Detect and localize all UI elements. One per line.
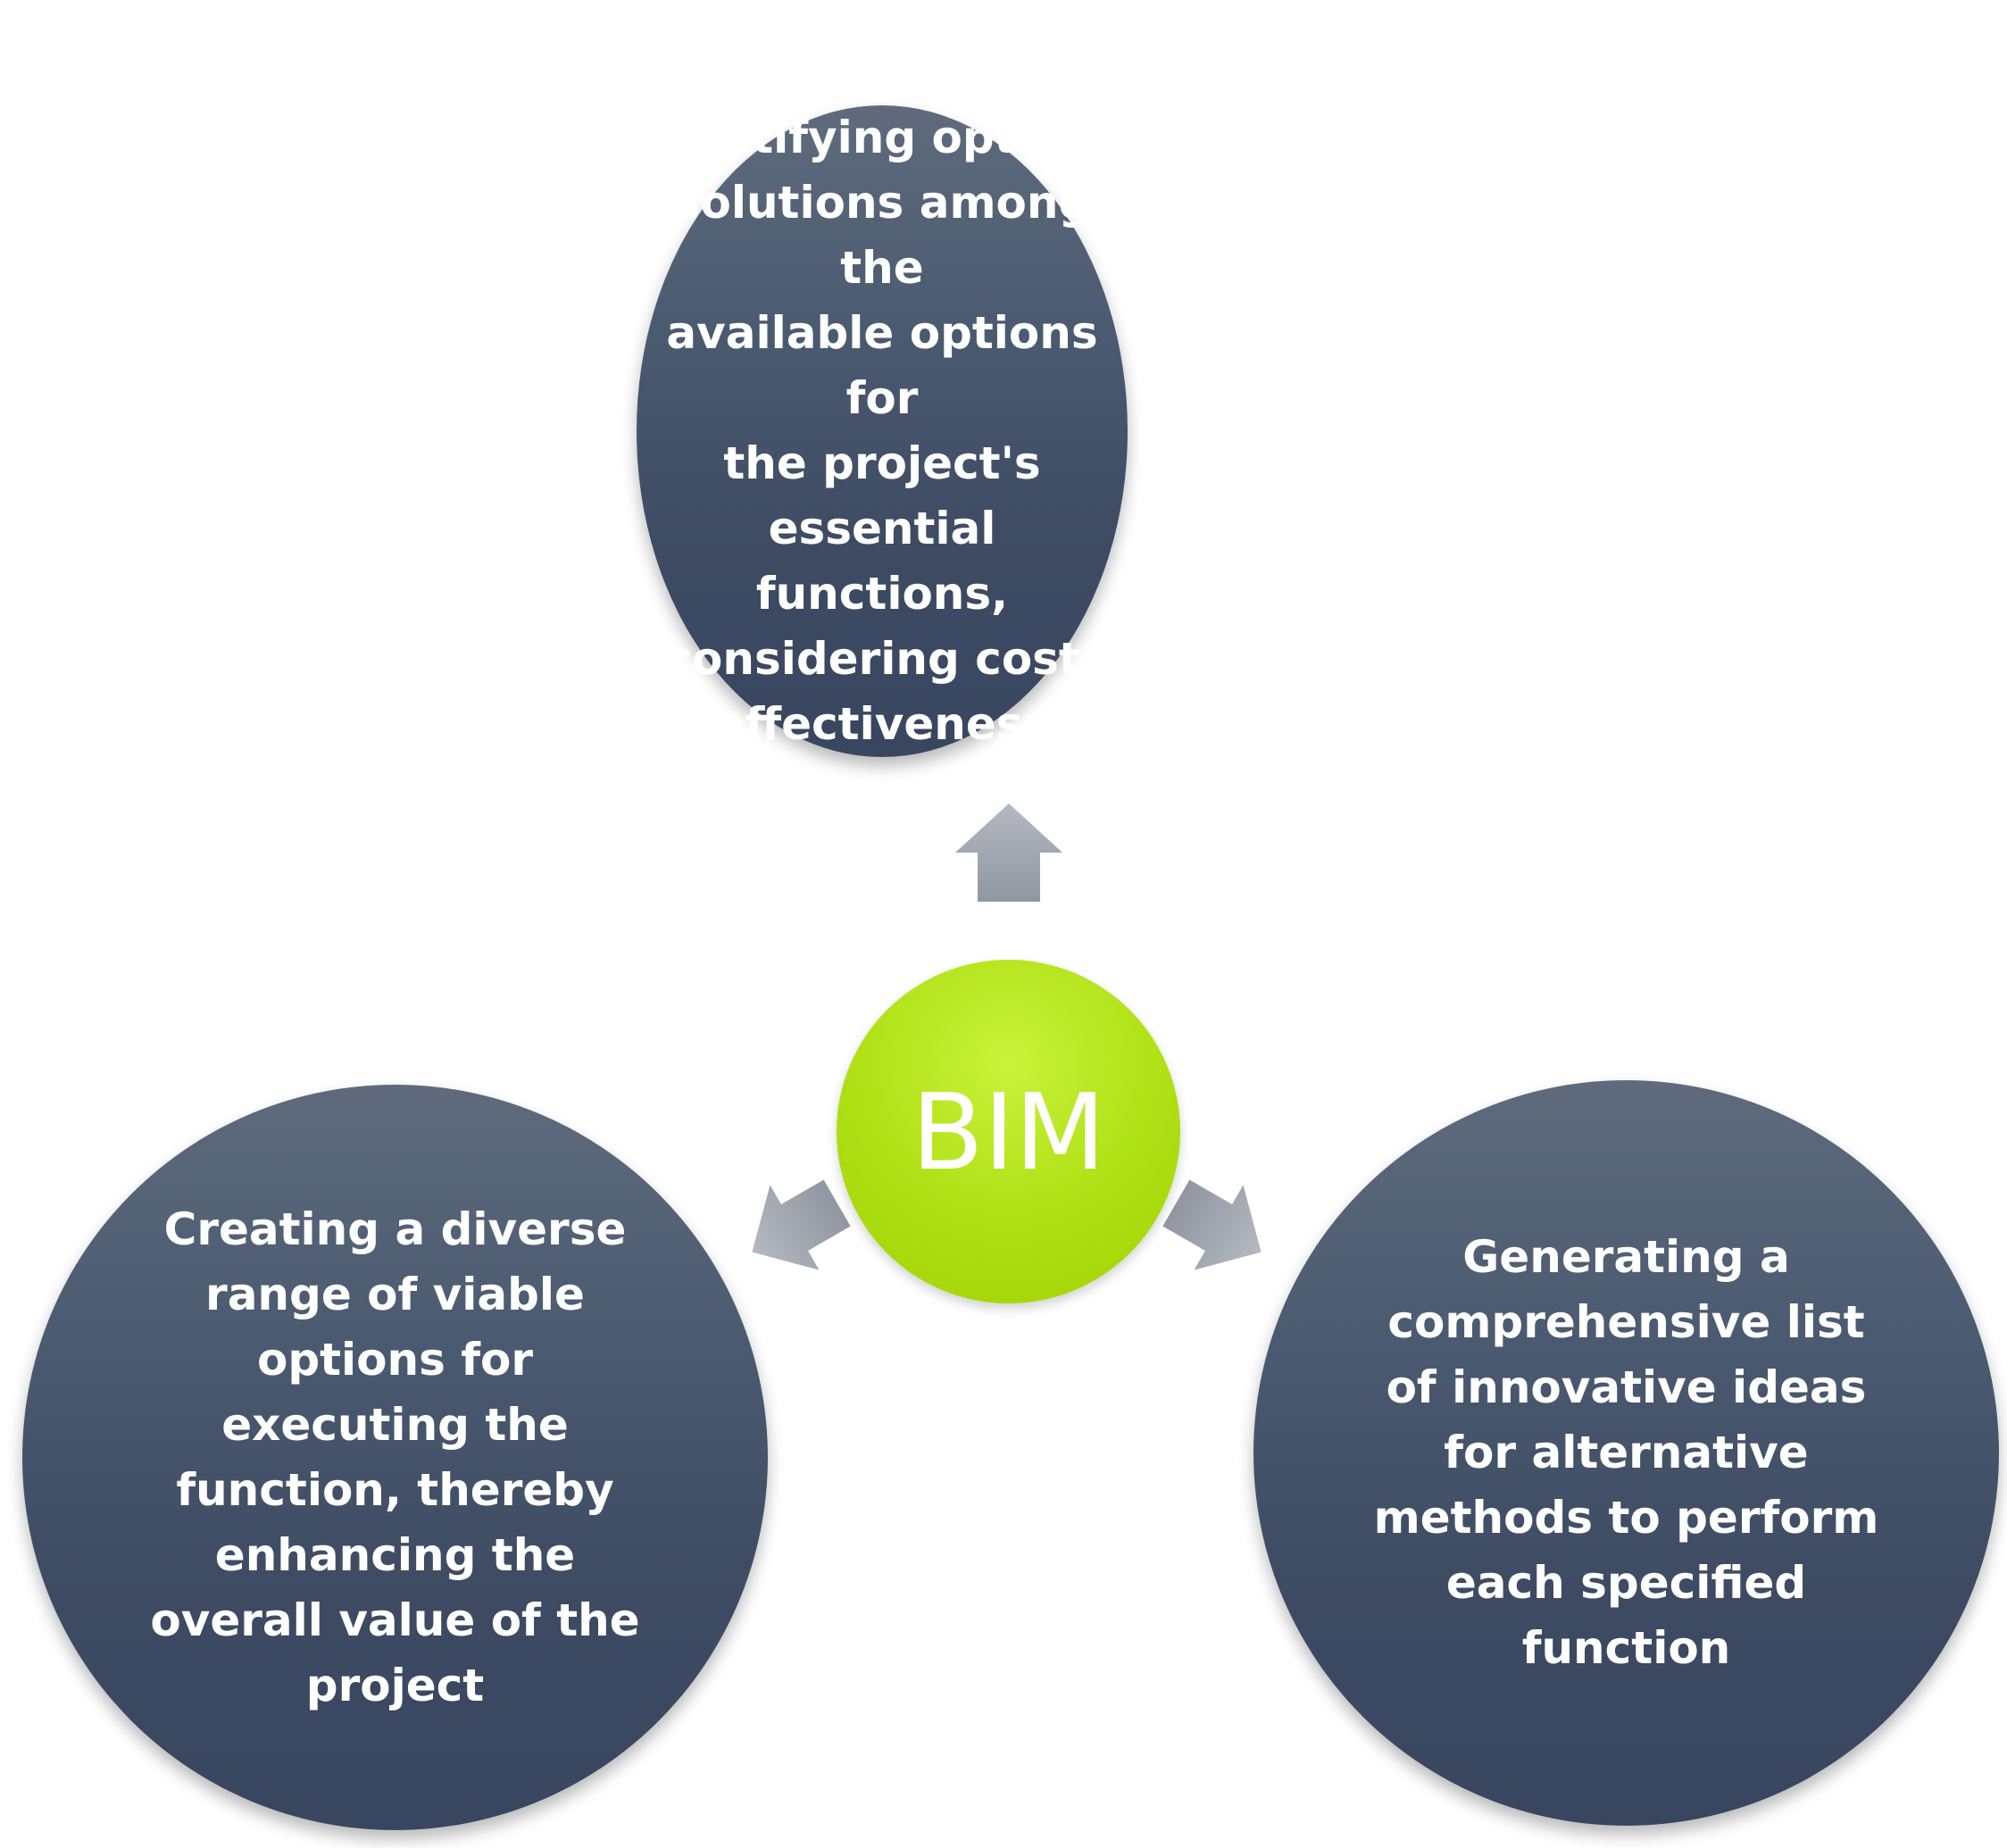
node-left: Creating a diverse range of viable optio… xyxy=(22,1085,768,1830)
arrow-to-left-node xyxy=(752,1179,851,1270)
arrow-to-top-node xyxy=(955,803,1062,902)
node-top: Identifying optimal solutions among the … xyxy=(637,105,1128,757)
node-left-label: Creating a diverse range of viable optio… xyxy=(150,1203,640,1711)
center-node: BIM xyxy=(837,960,1180,1303)
node-top-label: Identifying optimal solutions among the … xyxy=(641,112,1123,750)
node-right: Generating a comprehensive list of innov… xyxy=(1253,1080,1999,1826)
center-label: BIM xyxy=(911,1070,1106,1194)
node-right-label: Generating a comprehensive list of innov… xyxy=(1373,1231,1879,1674)
